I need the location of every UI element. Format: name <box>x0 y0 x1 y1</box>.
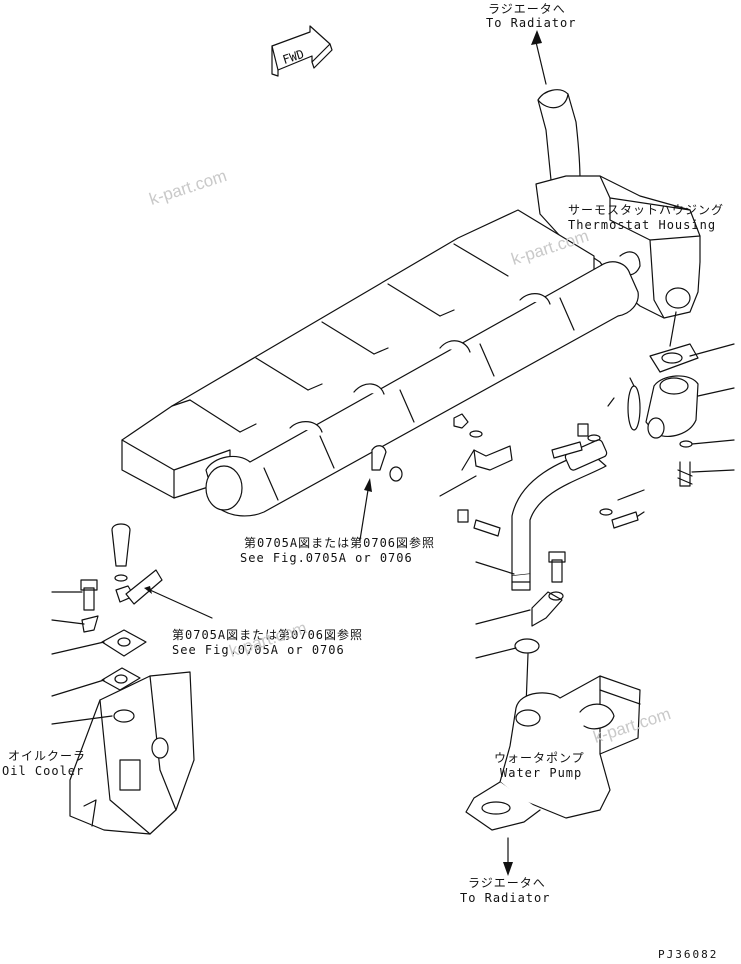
thermostat-bolt <box>677 461 693 487</box>
see-fig-label-1-jp: 第0705A図または第0706図参照 <box>244 536 436 550</box>
svg-text:FWD: FWD <box>281 47 306 67</box>
thermostat-housing-label-en: Thermostat Housing <box>568 218 717 232</box>
left-gasket-small <box>81 615 99 633</box>
oil-cooler-label-en: Oil Cooler <box>2 764 85 778</box>
thermostat-seal <box>627 385 641 431</box>
oil-cooler-label-jp: オイルクーラ <box>8 749 87 763</box>
oil-cooler-pipe <box>125 569 163 605</box>
gasket-mid <box>531 591 564 627</box>
upper-hose <box>537 89 581 191</box>
oil-cooler-bolt <box>111 523 135 603</box>
water-pipe <box>511 439 608 591</box>
oil-cooler-body <box>69 671 195 835</box>
water-pump-label-en: Water Pump <box>500 766 583 780</box>
see-fig-label-2-en: See Fig.0705A or 0706 <box>172 643 345 657</box>
bottom-radiator-label-jp: ラジエータへ <box>468 876 546 890</box>
see-fig-arrow-2 <box>149 589 213 619</box>
water-pump <box>465 675 641 831</box>
fwd-arrow: FWD <box>271 25 333 77</box>
see-fig-label-1-en: See Fig.0705A or 0706 <box>240 551 413 565</box>
water-pump-label-jp: ウォータポンプ <box>494 751 585 765</box>
washer <box>679 440 693 448</box>
left-bolt <box>80 579 98 611</box>
radiator-arrow-up <box>535 41 547 85</box>
leader-lines-left <box>51 591 113 725</box>
gasket-upper <box>649 343 699 373</box>
pipe-bolt <box>548 551 566 583</box>
left-flange <box>101 629 147 657</box>
thermostat-housing-label-jp: サーモスタットハウジング <box>568 203 725 217</box>
top-radiator-label-en: To Radiator <box>486 16 577 30</box>
clip <box>371 445 403 482</box>
thermostat-elbow <box>645 375 699 439</box>
water-manifold <box>205 261 639 517</box>
left-gasket <box>101 667 141 691</box>
see-fig-arrow-1 <box>359 489 369 541</box>
see-fig-label-2-jp: 第0705A図または第0706図参照 <box>172 628 364 642</box>
bottom-radiator-label-en: To Radiator <box>460 891 551 905</box>
clamp-bolts <box>453 413 639 537</box>
top-radiator-label-jp: ラジエータへ <box>488 2 566 16</box>
o-ring <box>514 638 540 654</box>
assembly-line <box>669 311 677 347</box>
pipe-clamp-bracket <box>439 445 513 497</box>
drawing-code: PJ36082 <box>658 948 719 961</box>
